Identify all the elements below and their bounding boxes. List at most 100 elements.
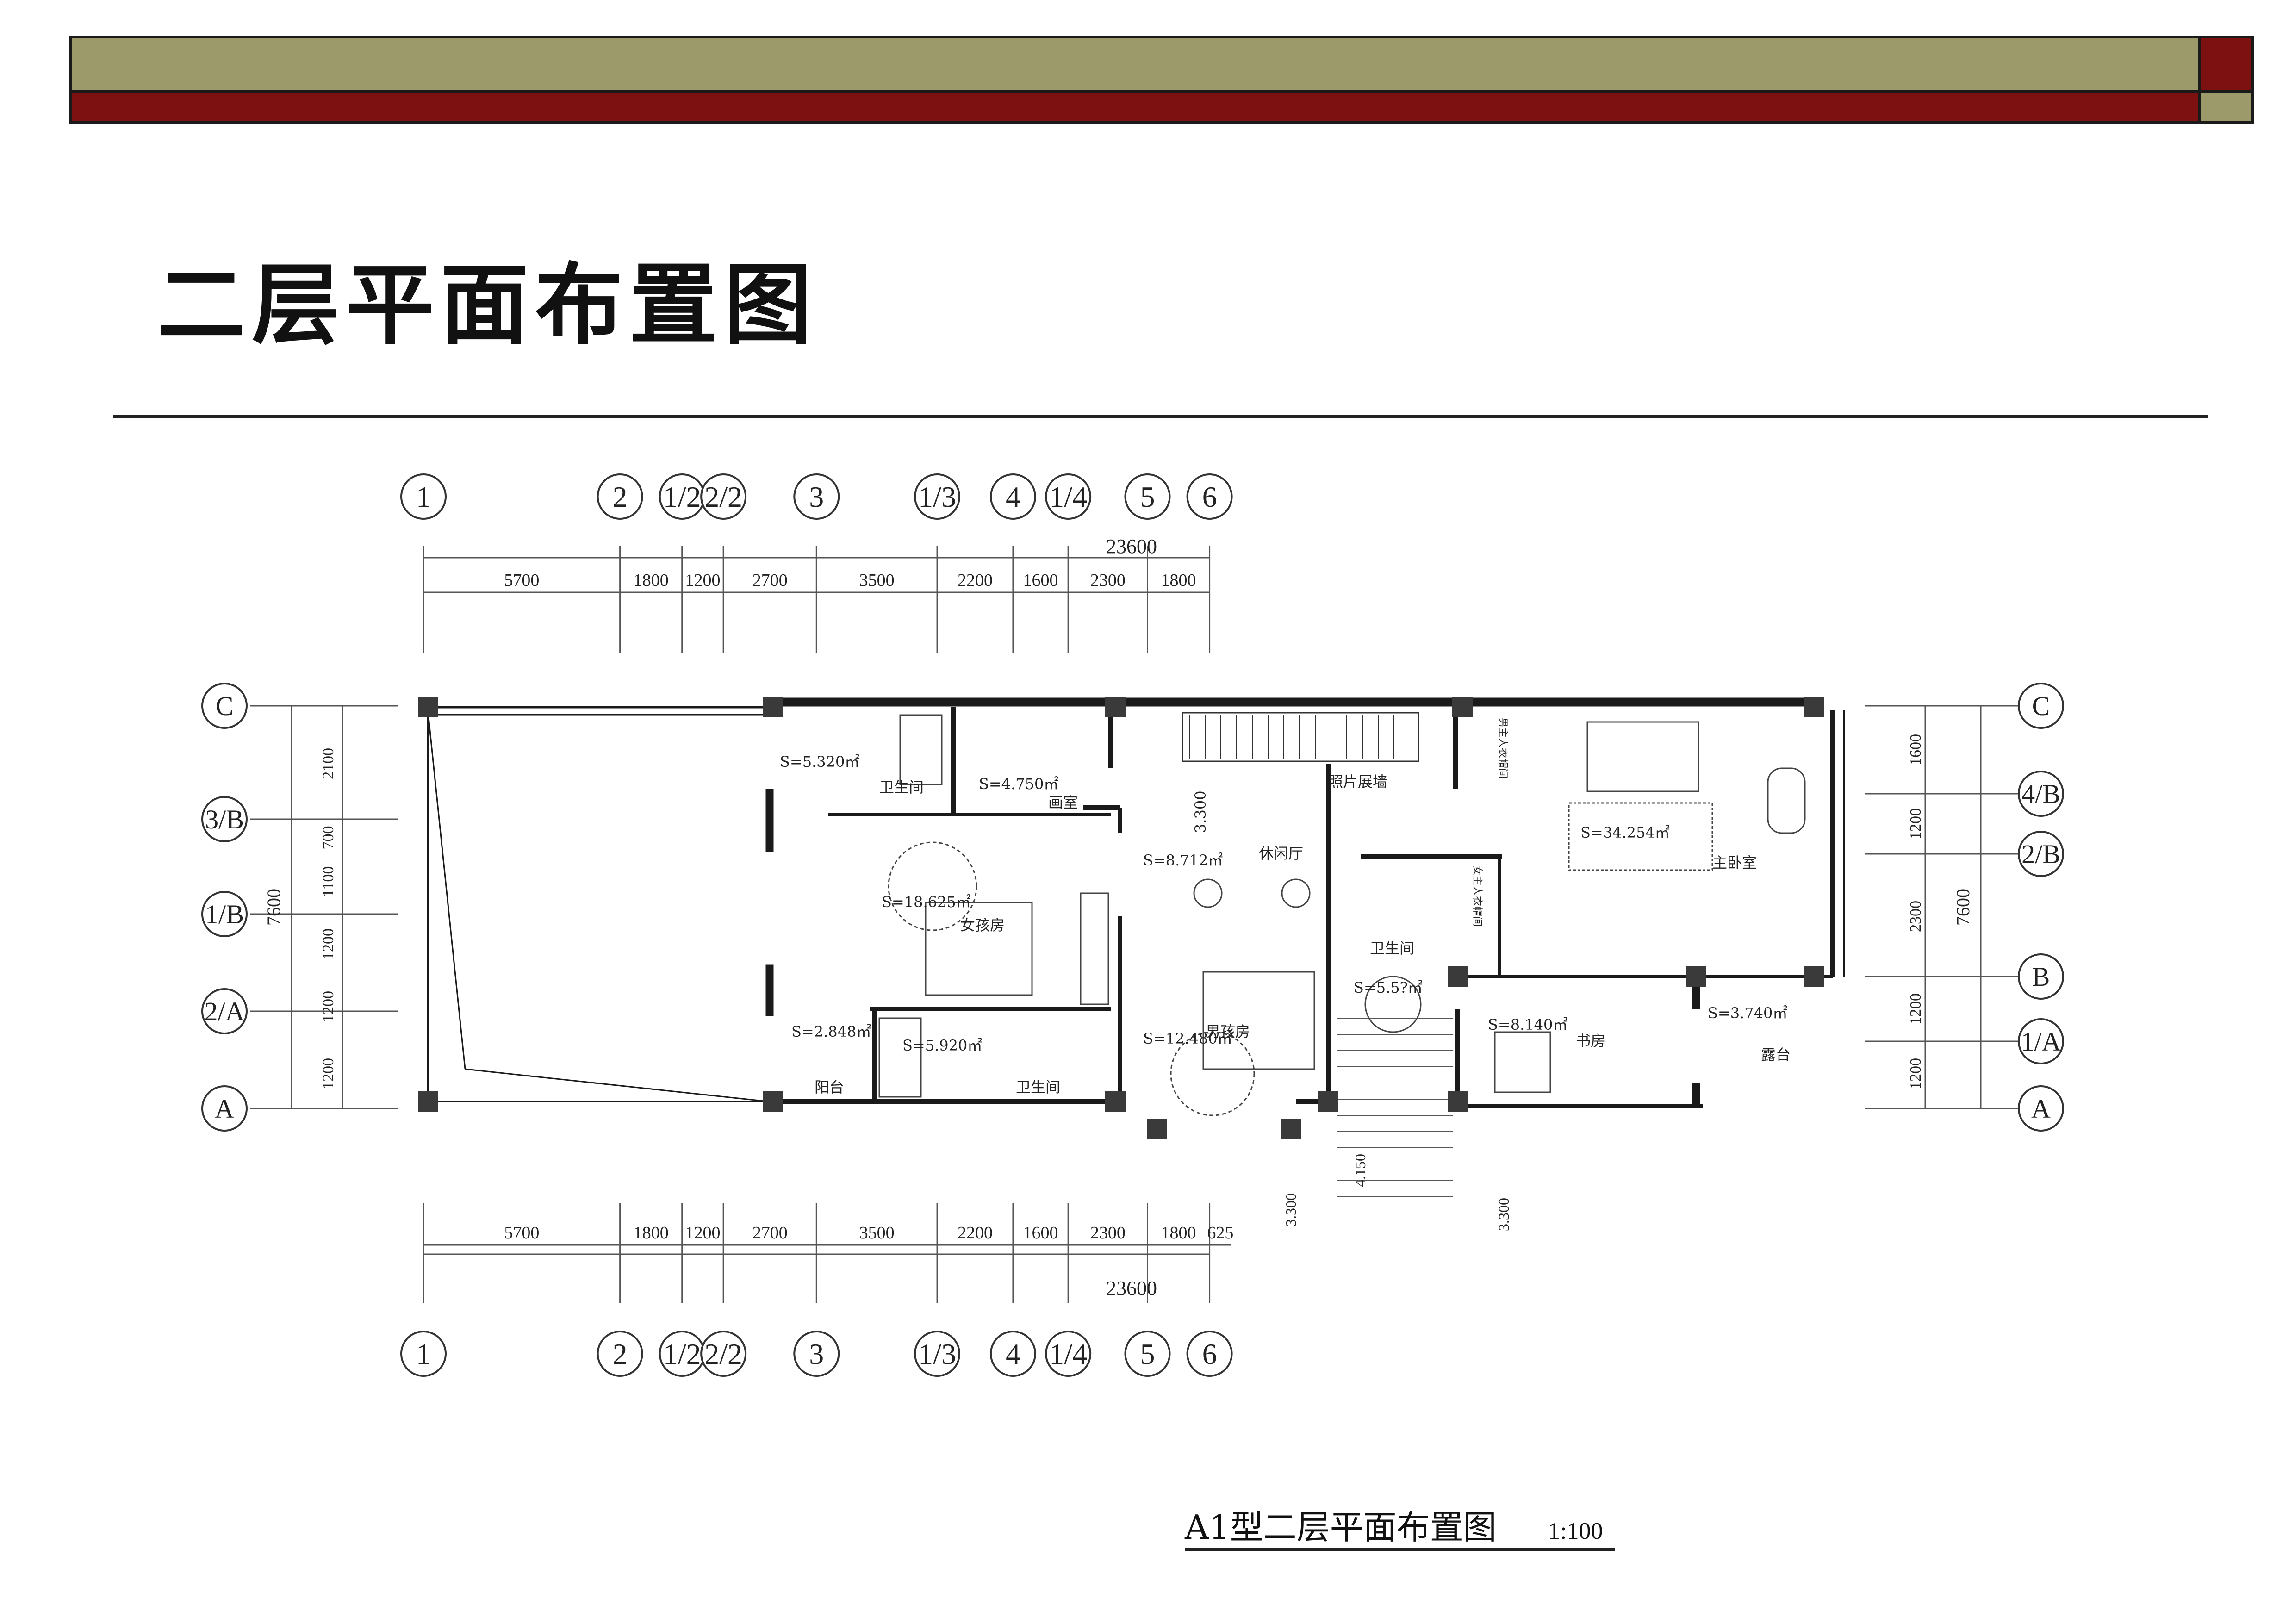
armchair-1 <box>1193 878 1223 908</box>
stair-steps <box>1189 715 1394 759</box>
terrace-diagonal2 <box>465 1068 769 1102</box>
axis-label: B <box>2032 962 2050 992</box>
boy-rug <box>1170 1031 1255 1116</box>
closet-label: 女主人衣帽间 <box>1471 865 1483 927</box>
entry-steps <box>1337 1018 1453 1197</box>
dim-label: 1200 <box>1907 1058 1924 1089</box>
walls <box>427 697 1845 1197</box>
axis-label: 1/2 <box>663 1338 701 1370</box>
dim-label: 1200 <box>1907 993 1924 1025</box>
wardrobe-girl <box>1080 892 1109 1005</box>
bottom-axis-bubble <box>793 1331 840 1377</box>
room-area: S=12.480㎡ <box>1143 1030 1232 1047</box>
axis-label: C <box>2032 691 2050 721</box>
room-name: 卫生间 <box>879 778 924 796</box>
stair-dim: 4.150 <box>1352 1154 1368 1187</box>
spa-tub <box>1364 976 1422 1033</box>
vertical-dim-label: 3.300 <box>1192 790 1209 833</box>
closet-label: 男主人衣帽间 <box>1497 717 1508 778</box>
dim-label: 1800 <box>1161 1223 1196 1243</box>
room-area: S=18.625㎡ <box>882 893 971 911</box>
room-area: S=8.140㎡ <box>1488 1016 1567 1033</box>
study-desk <box>1494 1031 1551 1093</box>
dim-label: 2700 <box>753 1223 788 1243</box>
right-axis-bubble <box>2018 683 2064 729</box>
right-axis-bubble <box>2018 1018 2064 1064</box>
axis-label: 3 <box>809 1338 824 1370</box>
top-axis-bubble <box>400 473 447 520</box>
right-total-dim: 7600 <box>1953 889 1973 926</box>
left-total-dim: 7600 <box>263 889 284 926</box>
bottom-axis-bubble <box>1186 1331 1233 1377</box>
west-wall-2 <box>765 964 774 1016</box>
axis-label: 4 <box>1006 480 1020 513</box>
axis-label: 2/B <box>2021 839 2060 869</box>
room-name: 女孩房 <box>960 916 1005 934</box>
dim-label: 1600 <box>1023 571 1058 590</box>
axis-label: 1 <box>416 1338 431 1370</box>
axis-label: 2/2 <box>704 1338 742 1370</box>
room-area: S=5.5?㎡ <box>1354 979 1423 996</box>
dim-label: 1200 <box>685 571 720 590</box>
axis-label: 4 <box>1006 1338 1020 1370</box>
sofa-master <box>1767 767 1806 834</box>
room-name: 阳台 <box>815 1078 844 1096</box>
top-total-dim: 23600 <box>1106 535 1157 558</box>
room-name: 休闲厅 <box>1259 845 1303 862</box>
room-name: 卫生间 <box>1370 940 1414 957</box>
axis-label: 2 <box>613 1338 628 1370</box>
axis-label: 6 <box>1202 480 1217 513</box>
dim-label: 3500 <box>859 1223 895 1243</box>
axis-label: 1/2 <box>663 480 701 513</box>
column <box>1318 1091 1338 1112</box>
structural-columns <box>418 697 1824 1139</box>
axis-label: 2/A <box>205 996 245 1027</box>
dimension-lines <box>250 546 2018 1303</box>
axis-label: 4/B <box>2021 779 2060 809</box>
top-axis-bubble <box>989 473 1036 520</box>
axis-label: 5 <box>1140 1338 1155 1370</box>
plan-caption: A1型二层平面布置图 <box>1184 1508 1497 1547</box>
column <box>763 1091 783 1112</box>
left-axis-bubble <box>201 988 248 1034</box>
top-axis-bubble <box>1045 473 1092 520</box>
left-axis-bubble <box>201 683 248 729</box>
top-axis-bubble <box>597 473 643 520</box>
axis-label: 5 <box>1140 480 1155 513</box>
room-name: 卫生间 <box>1016 1078 1060 1096</box>
axis-label: 1/4 <box>1049 480 1087 513</box>
room-area: S=3.740㎡ <box>1708 1004 1787 1022</box>
dim-label: 1800 <box>634 1223 669 1243</box>
west-wall-1 <box>765 789 774 852</box>
axis-label: 2 <box>613 480 628 513</box>
top-axis-bubble <box>793 473 840 520</box>
terrace-diagonal <box>427 712 466 1070</box>
header-banner <box>69 36 2254 124</box>
dim-label: 2700 <box>753 571 788 590</box>
dim-label: 2100 <box>320 748 337 779</box>
top-axis-bubble <box>700 473 747 520</box>
bottom-axis-bubble <box>989 1331 1036 1377</box>
dim-label: 2300 <box>1090 1223 1126 1243</box>
right-axis-bubble <box>2018 953 2064 1000</box>
room-name: 画室 <box>1048 794 1078 811</box>
girl-bed <box>925 902 1033 996</box>
room-area: S=5.920㎡ <box>902 1037 982 1054</box>
column <box>1804 697 1824 717</box>
dim-label: 1200 <box>320 991 337 1022</box>
room-name: 书房 <box>1576 1032 1605 1050</box>
column <box>1686 966 1706 987</box>
right-axis-bubble <box>2018 831 2064 877</box>
dim-label: 5700 <box>504 571 539 590</box>
room-name: 露台 <box>1761 1046 1791 1064</box>
bottom-axis-bubble <box>400 1331 447 1377</box>
stair-dims: 3.300 4.150 3.300 <box>1282 1154 1512 1231</box>
column <box>1147 1119 1167 1139</box>
page-title: 二层平面布置图 <box>157 254 818 356</box>
axis-label: 1/4 <box>1049 1338 1087 1370</box>
room-labels: S=5.320㎡ 卫生间 S=4.750㎡ 画室 S=8.712㎡ 休闲厅 照片… <box>780 717 1791 1096</box>
column <box>418 697 438 717</box>
room-area: S=4.750㎡ <box>979 775 1058 793</box>
